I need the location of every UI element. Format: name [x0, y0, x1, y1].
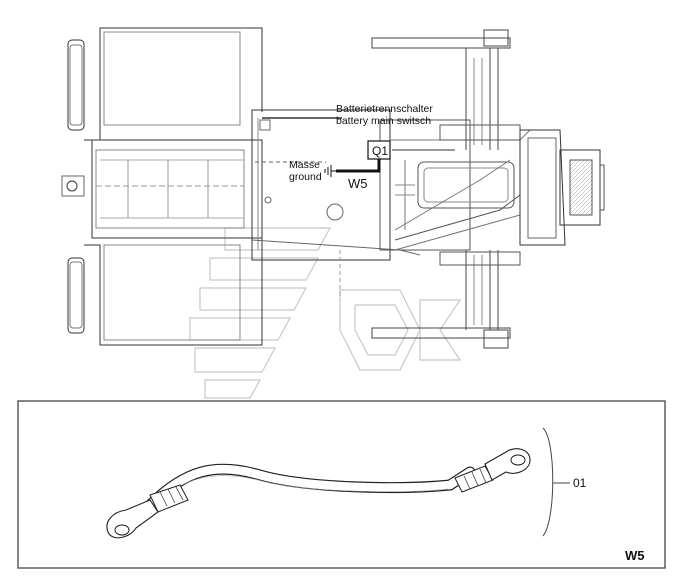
switch-label-de: Batterietrennschalter — [336, 103, 433, 115]
rear-left-wheel-bottom — [67, 257, 85, 334]
part-number: 01 — [573, 476, 587, 490]
cable-w5-line — [336, 159, 381, 173]
rear-left-wheel-top — [67, 39, 85, 131]
ground-label-de: Masse — [289, 159, 320, 171]
ground-label-en: ground — [289, 171, 322, 183]
switch-id: Q1 — [372, 144, 388, 158]
panel-label: W5 — [625, 548, 645, 563]
ground-symbol — [324, 165, 336, 177]
switch-label-en: battery main switsch — [336, 115, 431, 127]
part-bracket — [542, 427, 554, 537]
cable-id: W5 — [348, 176, 368, 191]
ground-callout: Masse ground W5 — [289, 159, 368, 191]
battery-cable-w5 — [106, 448, 531, 539]
watermark-logo — [189, 227, 462, 399]
battery-switch-callout: Batterietrennschalter battery main swits… — [336, 103, 433, 173]
machine-top-view — [61, 27, 605, 349]
